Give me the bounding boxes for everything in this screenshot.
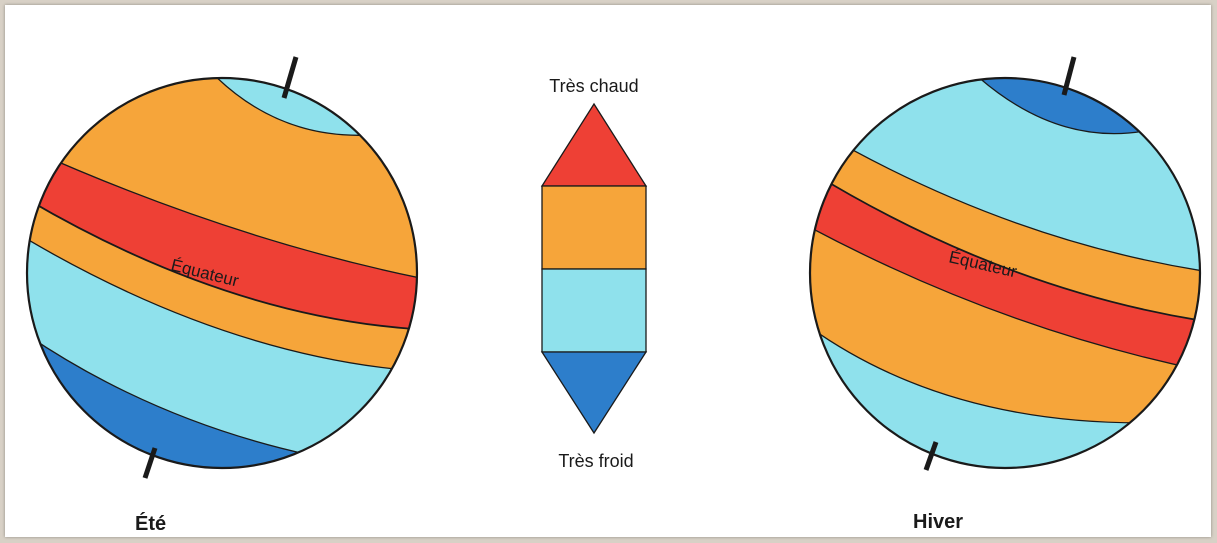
globe-summer-equatorial-band xyxy=(27,145,417,330)
legend-bottom-label: Très froid xyxy=(558,451,633,471)
globe-winter-outline xyxy=(808,76,1202,470)
globe-winter-axis-north xyxy=(1061,56,1077,96)
globe-summer-outline xyxy=(25,76,419,470)
legend-hot-swatch xyxy=(541,185,647,270)
globe-winter-axis-south xyxy=(923,441,939,471)
globe-winter-caption: Hiver xyxy=(913,511,963,533)
legend-very-hot-swatch xyxy=(540,102,648,187)
figure-card: Équateur Été Très chaud Très froid Équat… xyxy=(5,5,1211,537)
globe-summer-axis-north xyxy=(281,56,299,99)
climate-zones-figure: Équateur Été Très chaud Très froid Équat… xyxy=(25,56,1202,535)
globe-summer-axis-south xyxy=(142,447,158,479)
legend-very-cold-swatch xyxy=(540,351,648,435)
globe-summer-caption: Été xyxy=(135,512,166,535)
legend-cold-swatch xyxy=(541,268,647,353)
globe-summer: Équateur Été xyxy=(25,56,419,535)
legend-top-label: Très chaud xyxy=(549,76,638,96)
temperature-legend: Très chaud Très froid xyxy=(540,76,648,471)
globe-winter: Équateur Hiver xyxy=(808,56,1202,533)
